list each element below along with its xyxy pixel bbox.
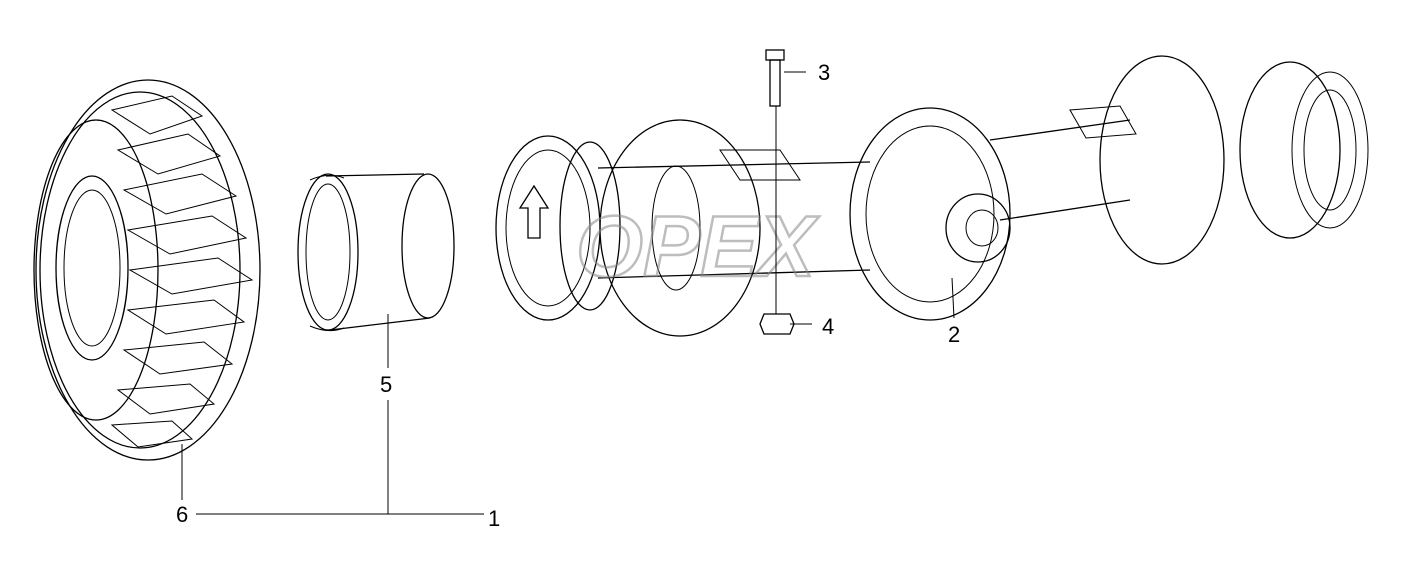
callout-1: 1 (488, 506, 500, 531)
callout-4: 4 (822, 314, 834, 339)
rim-illustration (297, 173, 455, 332)
callout-3: 3 (818, 60, 830, 85)
callout-5: 5 (380, 372, 392, 397)
callout-2: 2 (948, 322, 960, 347)
tire-illustration (33, 79, 261, 461)
bolt-illustration (765, 49, 785, 107)
nut-illustration (759, 313, 795, 335)
drive-axle-illustration (495, 55, 1369, 337)
leader-lines (181, 71, 955, 515)
callout-6: 6 (176, 502, 188, 527)
watermark-text: OPEX (576, 199, 820, 295)
